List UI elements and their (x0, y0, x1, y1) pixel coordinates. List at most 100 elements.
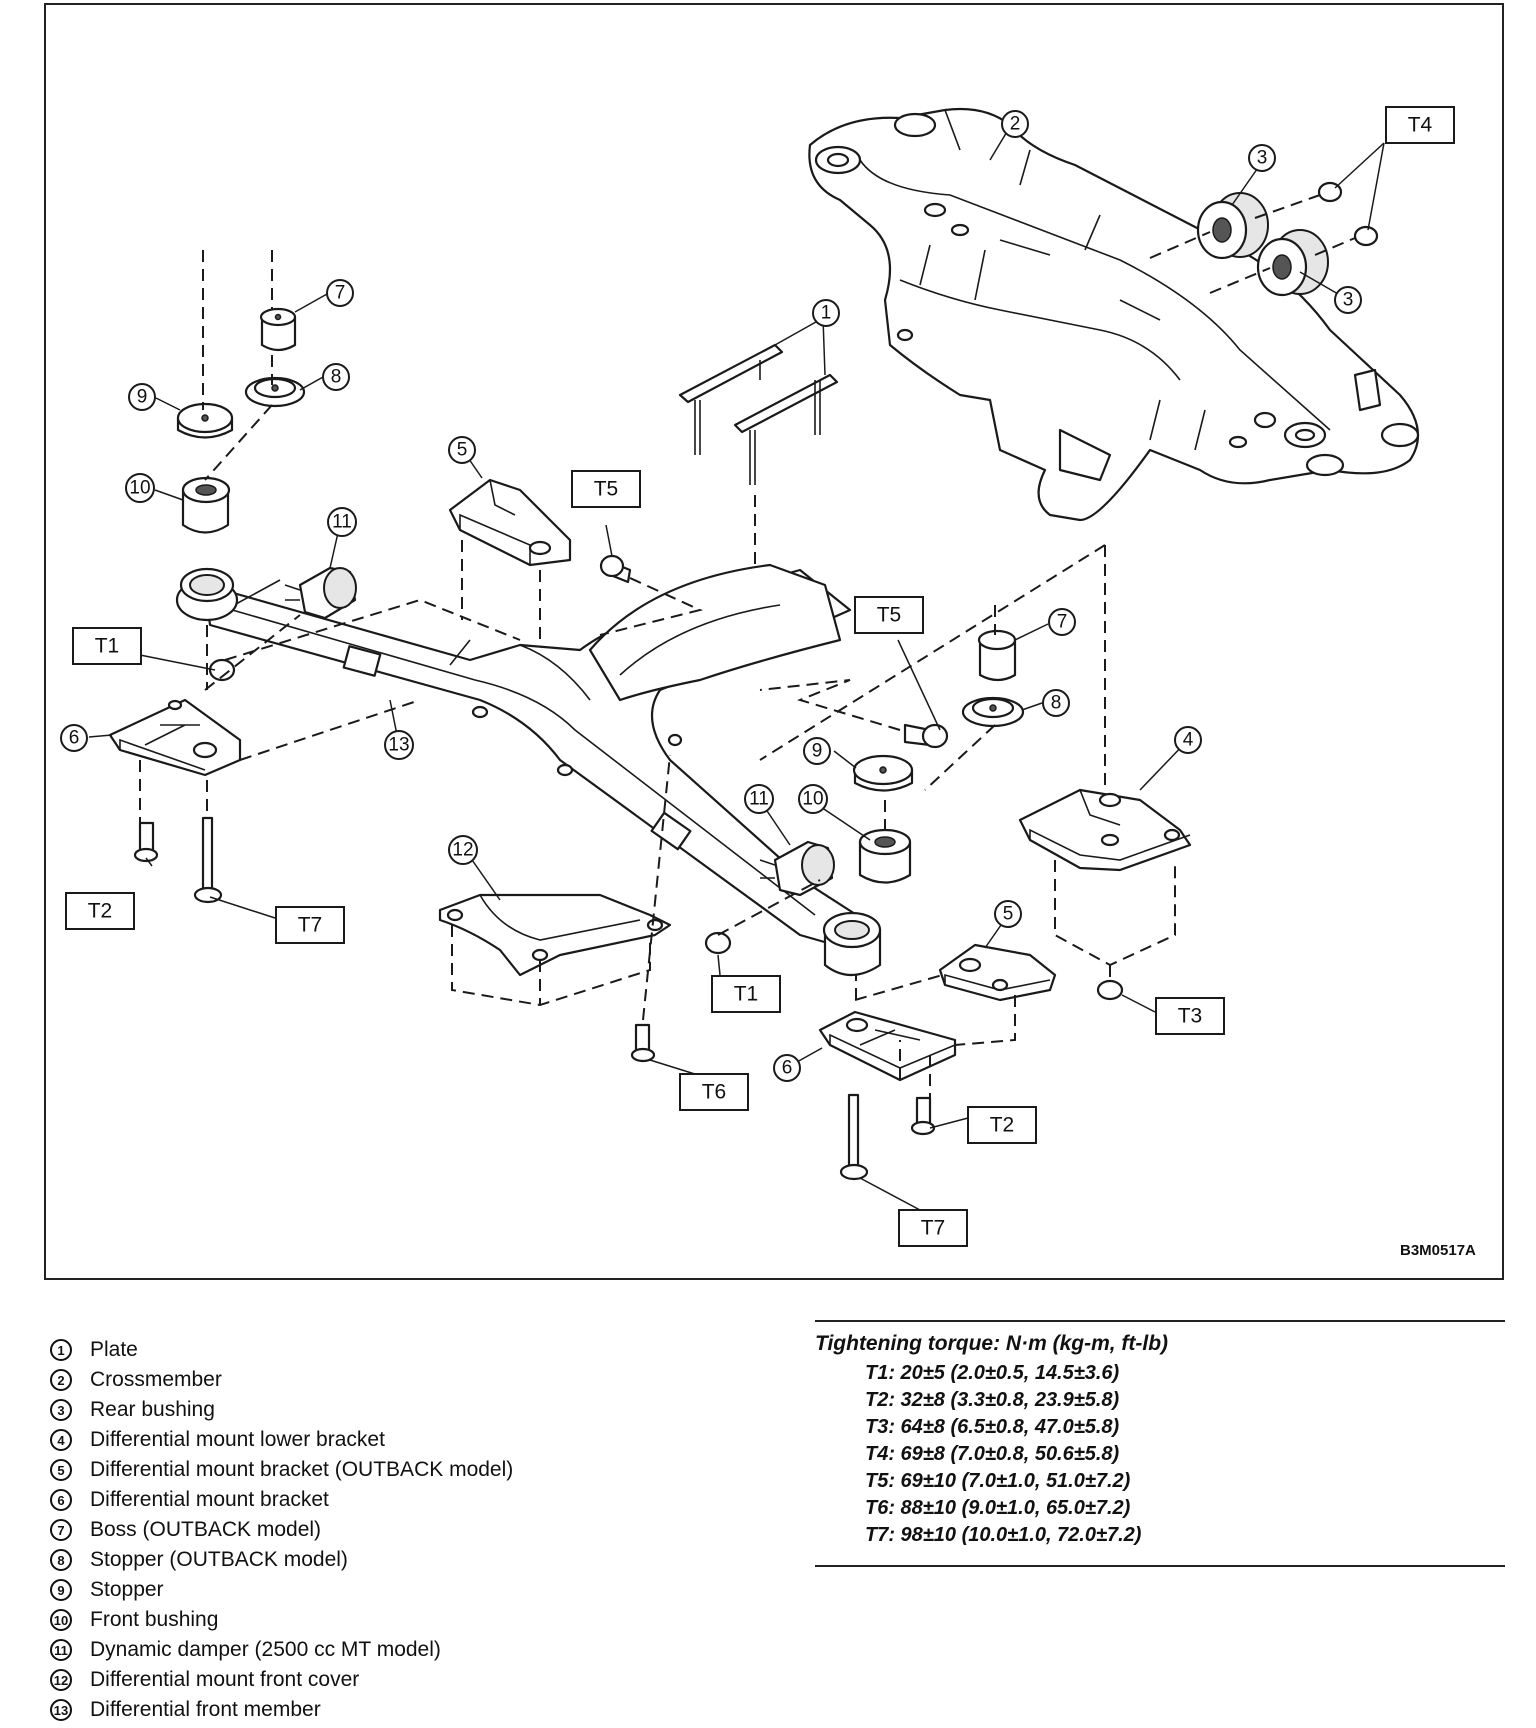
torque-row: T4: 69±8 (7.0±0.8, 50.6±5.8) (865, 1443, 1120, 1465)
legend-number: 7 (50, 1519, 72, 1541)
torque-box-t7-right: T7 (898, 1209, 968, 1247)
svg-text:4: 4 (1183, 730, 1194, 751)
torque-box-t5-right: T5 (854, 596, 924, 634)
bolt-t5-right (759, 679, 949, 749)
legend-item: 4 Differential mount lower bracket (50, 1425, 770, 1455)
stopper-outback-right (961, 696, 1025, 728)
diff-mount-bracket-upper (448, 478, 572, 645)
legend-text: Differential mount bracket (OUTBACK mode… (90, 1458, 514, 1481)
svg-text:6: 6 (782, 1058, 793, 1079)
callout-9-left: 9 (128, 383, 156, 411)
legend-number: 12 (50, 1669, 72, 1691)
figure-code: B3M0517A (1400, 1242, 1476, 1259)
bolt-t2-left (133, 821, 159, 863)
svg-text:3: 3 (1343, 290, 1354, 311)
callout-10-left: 10 (125, 473, 155, 503)
svg-text:10: 10 (802, 789, 823, 810)
torque-row: T6: 88±10 (9.0±1.0, 65.0±7.2) (865, 1497, 1131, 1519)
legend-number: 3 (50, 1399, 72, 1421)
legend-number: 11 (50, 1639, 72, 1661)
svg-text:12: 12 (452, 840, 473, 861)
legend-number: 10 (50, 1609, 72, 1631)
legend-text: Differential mount lower bracket (90, 1428, 385, 1451)
torque-box-t1-right: T1 (711, 975, 781, 1013)
front-bushing-right (858, 828, 912, 884)
callout-5-lower: 5 (994, 900, 1022, 928)
callout-7-left: 7 (326, 279, 354, 307)
torque-rows: T1: 20±5 (2.0±0.5, 14.5±3.6)T2: 32±8 (3.… (815, 1362, 1505, 1551)
diff-mount-bracket-right (818, 969, 961, 1100)
torque-box-t1-left: T1 (72, 627, 142, 665)
legend-text: Crossmember (90, 1368, 222, 1391)
svg-text:13: 13 (388, 735, 409, 756)
callout-2: 2 (1001, 110, 1029, 138)
callout-6-left: 6 (60, 724, 88, 752)
torque-top-rule (815, 1320, 1505, 1322)
torque-box-t4: T4 (1385, 106, 1455, 144)
legend-item: 9 Stopper (50, 1575, 770, 1605)
svg-text:5: 5 (1003, 904, 1014, 925)
legend-number: 9 (50, 1579, 72, 1601)
callout-7-right: 7 (1048, 608, 1076, 636)
svg-text:T6: T6 (702, 1081, 727, 1104)
bolt-t7-left (193, 816, 223, 904)
boss-right (977, 629, 1017, 682)
svg-text:2: 2 (1010, 114, 1021, 135)
nut-t1-right (704, 879, 821, 955)
svg-text:T7: T7 (921, 1217, 946, 1240)
legend-text: Dynamic damper (2500 cc MT model) (90, 1638, 441, 1661)
legend-item: 11 Dynamic damper (2500 cc MT model) (50, 1635, 770, 1665)
legend-text: Differential mount front cover (90, 1668, 360, 1691)
legend-text: Differential front member (90, 1698, 321, 1721)
callout-11-right: 11 (744, 784, 774, 814)
stopper-outback-left (244, 376, 306, 408)
svg-text:9: 9 (137, 387, 148, 408)
diff-mount-lower-bracket (759, 544, 1192, 985)
legend-number: 4 (50, 1429, 72, 1451)
dynamic-damper-left (284, 566, 357, 620)
legend-item: 12 Differential mount front cover (50, 1665, 770, 1695)
callout-9-right: 9 (803, 737, 831, 765)
legend-number: 1 (50, 1339, 72, 1361)
svg-text:T3: T3 (1178, 1005, 1203, 1028)
svg-text:5: 5 (457, 440, 468, 461)
callout-5-upper: 5 (448, 436, 476, 464)
boss-left (259, 307, 297, 352)
legend-text: Stopper (90, 1578, 164, 1601)
svg-text:T1: T1 (734, 983, 759, 1006)
legend-item: 5 Differential mount bracket (OUTBACK mod… (50, 1455, 770, 1485)
legend-item: 8 Stopper (OUTBACK model) (50, 1545, 770, 1575)
svg-text:T2: T2 (990, 1114, 1015, 1137)
callout-10-right: 10 (798, 784, 828, 814)
callout-4: 4 (1174, 726, 1202, 754)
torque-row: T5: 69±10 (7.0±1.0, 51.0±7.2) (865, 1470, 1131, 1492)
rear-nuts (1317, 181, 1379, 247)
diff-mount-bracket-lower (938, 943, 1057, 1046)
front-bushing-housing-right (822, 911, 882, 977)
torque-row: T3: 64±8 (6.5±0.8, 47.0±5.8) (865, 1416, 1120, 1438)
torque-row: T2: 32±8 (3.3±0.8, 23.9±5.8) (865, 1389, 1120, 1411)
diagram-frame (44, 3, 1504, 1280)
exploded-diagram: 2 3 3 1 7 8 9 10 11 5 7 8 4 9 11 10 6 13… (60, 106, 1455, 1247)
callout-12: 12 (448, 835, 478, 865)
legend-text: Stopper (OUTBACK model) (90, 1548, 348, 1571)
callouts: 2 3 3 1 7 8 9 10 11 5 7 8 4 9 11 10 6 13… (60, 110, 1362, 1082)
svg-text:9: 9 (812, 741, 823, 762)
callout-11-left: 11 (327, 507, 357, 537)
dynamic-damper-right (759, 840, 835, 897)
rear-bushing-upper (1196, 192, 1269, 260)
callout-8-left: 8 (322, 363, 350, 391)
legend-number: 8 (50, 1549, 72, 1571)
front-bushing-housing-left (175, 567, 239, 622)
front-bushing-left (181, 476, 231, 534)
callout-6-right: 6 (773, 1054, 801, 1082)
svg-text:1: 1 (821, 303, 832, 324)
svg-text:6: 6 (69, 728, 80, 749)
legend-number: 5 (50, 1459, 72, 1481)
